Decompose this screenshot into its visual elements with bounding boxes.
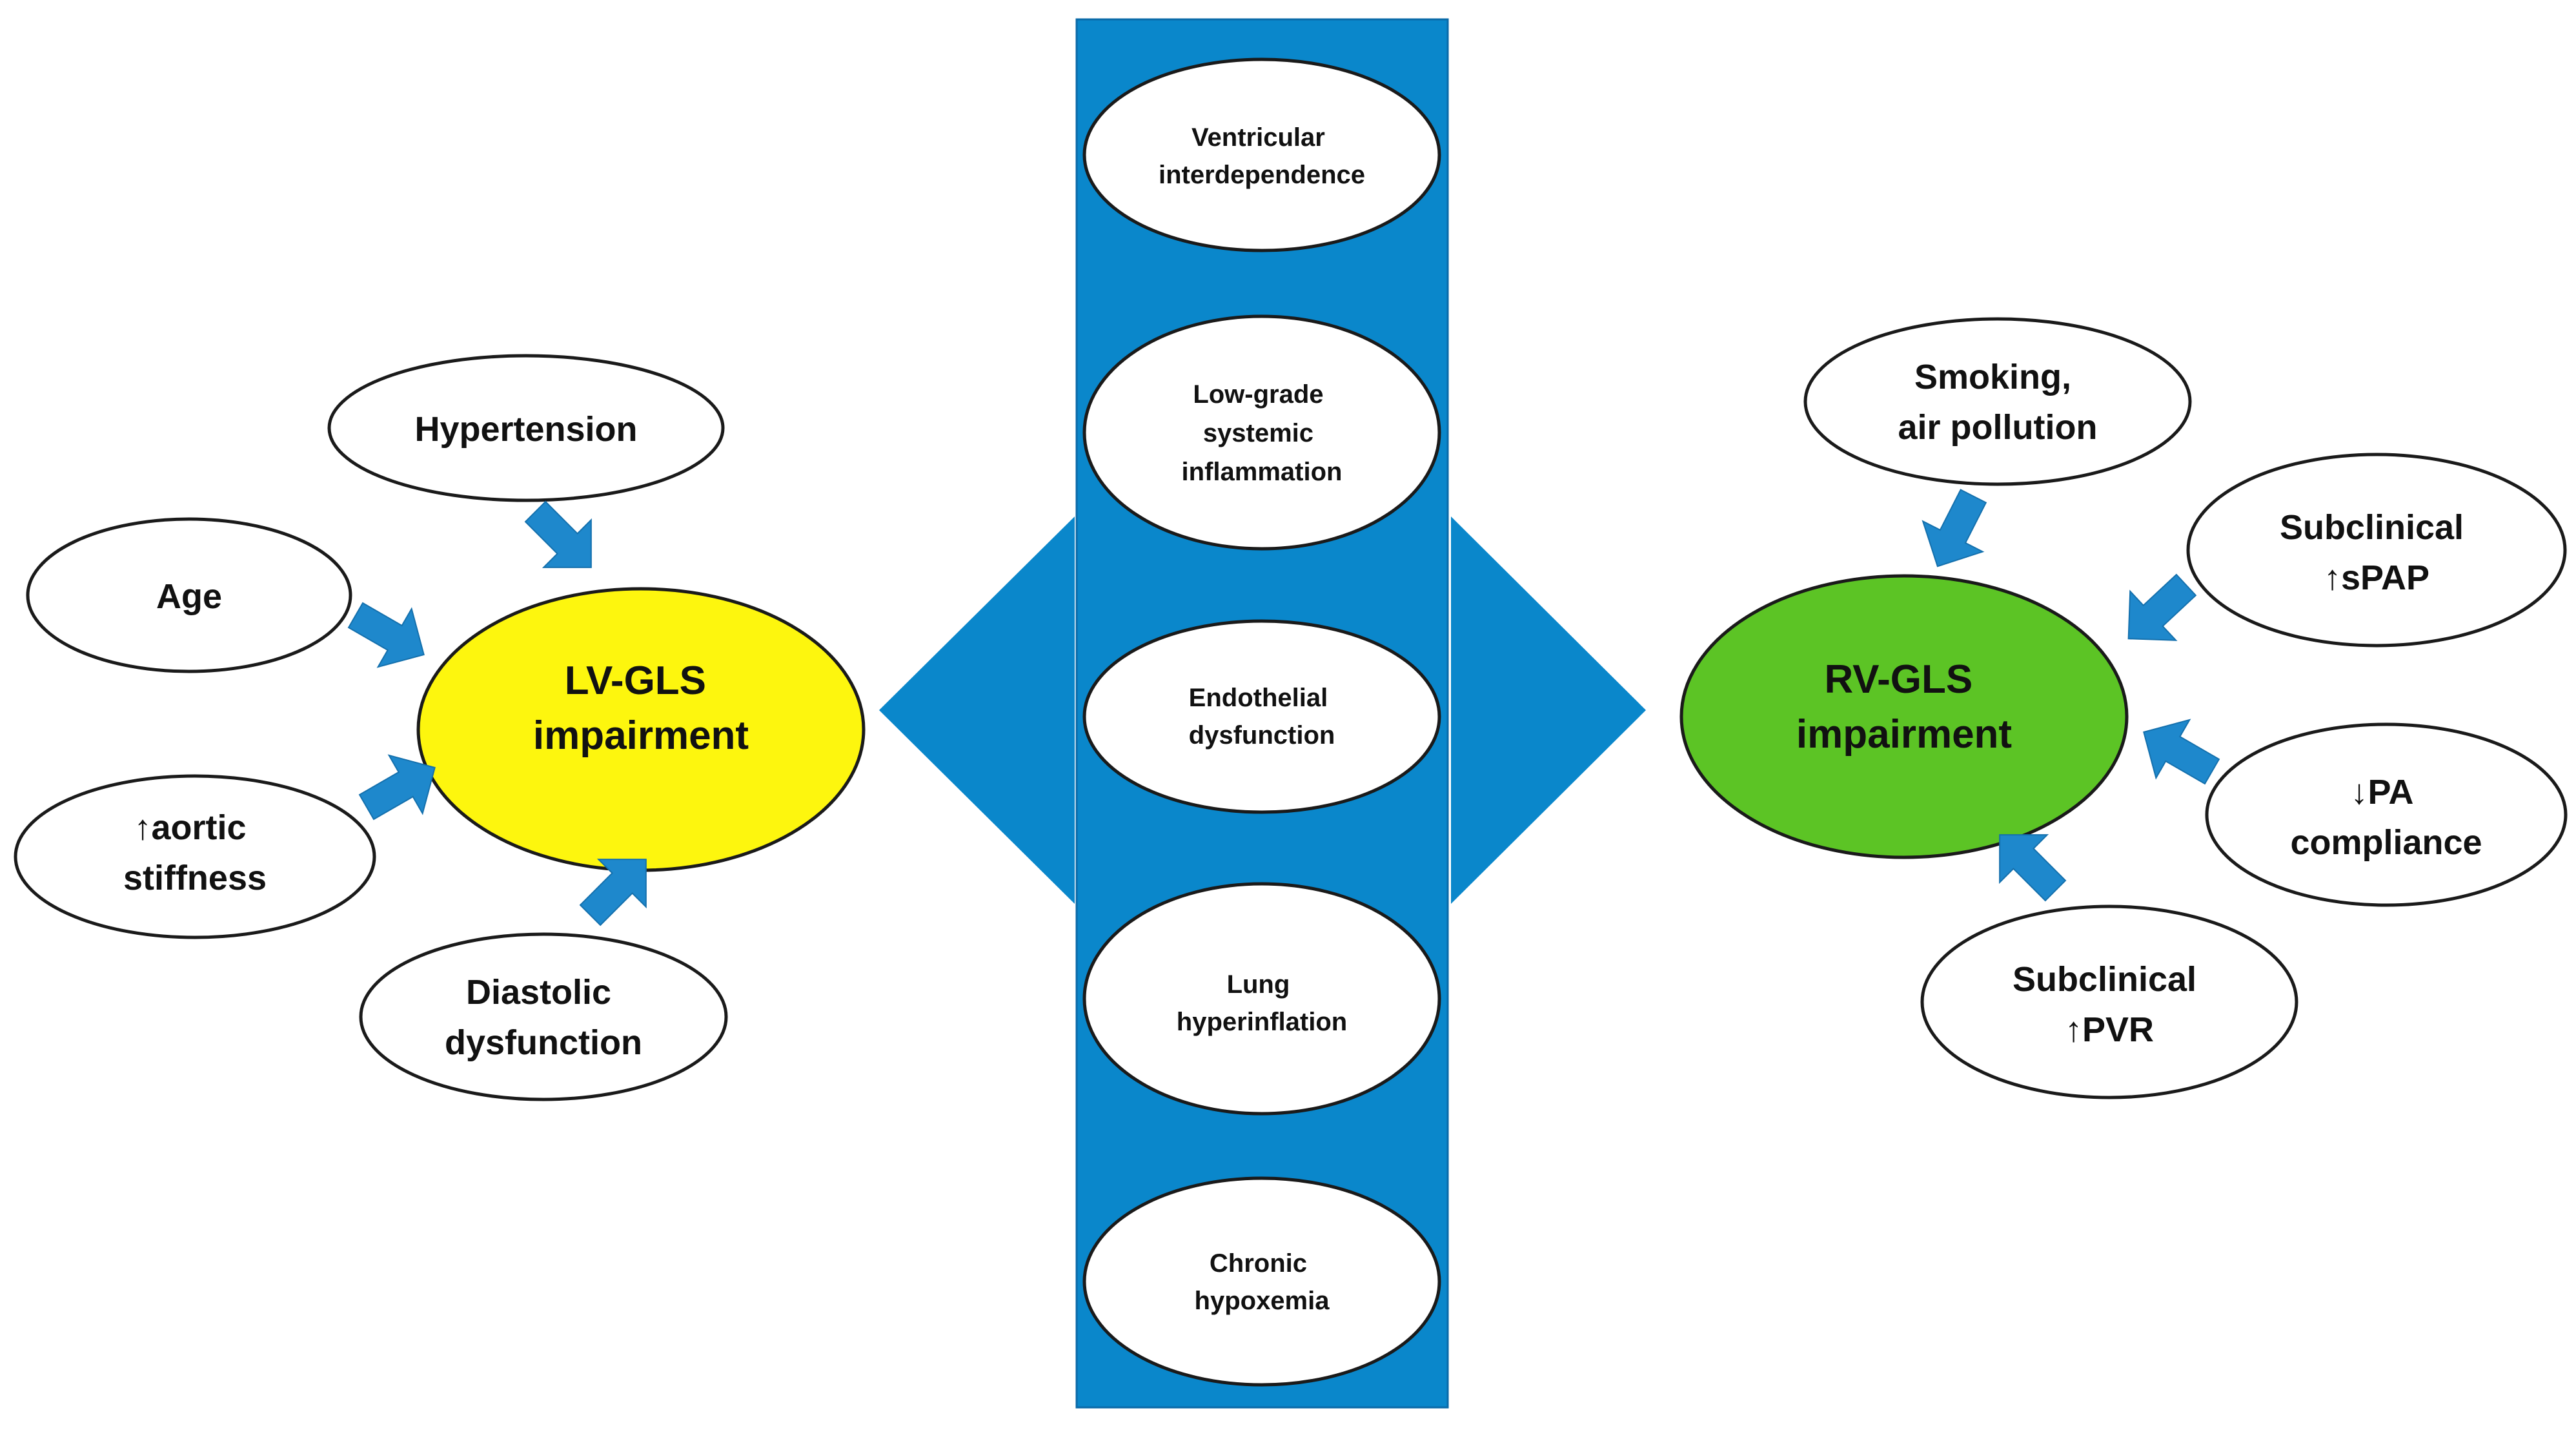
factor-text: Subclinical — [2280, 508, 2464, 547]
svg-text:Chronic hypoxemia: Chronic hypoxemia — [1195, 1249, 1330, 1315]
svg-text:↓PA compliance: ↓PA compliance — [2290, 773, 2482, 862]
svg-text:Subclinical ↑sPAP: Subclinical ↑sPAP — [2280, 508, 2473, 597]
center-item-chronic-hypoxemia: Chronic hypoxemia — [1082, 1176, 1441, 1387]
svg-text:Diastolic dysfunction: Diastolic dysfunction — [445, 973, 642, 1062]
center-item-text: Ventricular — [1192, 123, 1325, 152]
lv-gls-impairment-node: LV-GLS impairment — [416, 587, 866, 872]
factor-age: Age — [26, 517, 352, 673]
center-item-text: systemic — [1203, 419, 1313, 447]
rv-gls-subtitle: impairment — [1796, 712, 2012, 757]
center-item-text: dysfunction — [1189, 721, 1335, 750]
factor-text: compliance — [2290, 823, 2482, 862]
svg-text:Ventricular interdepende: Ventricular interdependence — [1159, 123, 1365, 189]
center-item-text: Low-grade — [1193, 380, 1323, 409]
factor-text: ↑aortic — [134, 808, 246, 847]
svg-text:↑aortic stiffness: ↑aortic stiffness — [123, 808, 267, 897]
factor-smoking-air-pollution: Smoking, air pollution — [1803, 317, 2192, 486]
center-item-text: Lung — [1227, 970, 1290, 999]
center-item-text: Endothelial — [1189, 684, 1328, 712]
factor-diastolic-dysfunction: Diastolic dysfunction — [359, 932, 728, 1101]
svg-text:LV-GLS impairment: LV-GLS impairment — [533, 659, 749, 758]
factor-text: Age — [156, 577, 222, 616]
left-diamond-arrow-shape — [879, 516, 1075, 904]
factor-text: ↑sPAP — [2324, 558, 2429, 597]
lv-gls-subtitle: impairment — [533, 713, 749, 758]
factor-text: air pollution — [1898, 408, 2098, 447]
arrow-age-to-lv — [338, 585, 441, 685]
factor-text: stiffness — [123, 859, 267, 897]
right-diamond-arrow-shape — [1451, 516, 1646, 904]
svg-text:Lung hyperinflation: Lung hyperinflation — [1177, 970, 1347, 1036]
factor-hypertension: Hypertension — [327, 354, 725, 502]
factor-text: ↑PVR — [2065, 1010, 2154, 1049]
svg-text:Low-grade systemic: Low-grade systemic inflammation — [1182, 380, 1343, 486]
svg-text:Subclinical ↑PVR: Subclinical ↑PVR — [2013, 960, 2206, 1049]
center-item-ventricular-interdependence: Ventricular interdependence — [1082, 57, 1441, 252]
factor-text: Hypertension — [414, 410, 637, 449]
center-item-text: Chronic — [1210, 1249, 1307, 1278]
center-item-endothelial-dysfunction: Endothelial dysfunction — [1082, 619, 1441, 814]
factor-subclinical-spap: Subclinical ↑sPAP — [2186, 453, 2567, 648]
center-item-systemic-inflammation: Low-grade systemic inflammation — [1082, 314, 1441, 551]
center-item-text: interdependence — [1159, 161, 1365, 189]
svg-text:Hypertension: Hypertension — [414, 410, 637, 449]
svg-text:Age: Age — [156, 577, 222, 616]
center-item-text: hyperinflation — [1177, 1008, 1347, 1036]
center-item-lung-hyperinflation: Lung hyperinflation — [1082, 882, 1441, 1116]
lv-gls-title: LV-GLS — [565, 659, 706, 703]
factor-pa-compliance: ↓PA compliance — [2205, 722, 2568, 907]
factor-text: Diastolic — [466, 973, 611, 1012]
svg-text:Smoking, air pollution: Smoking, air pollution — [1898, 358, 2098, 447]
svg-text:Endothelial dysfunction: Endothelial dysfunction — [1189, 684, 1335, 750]
rv-gls-impairment-node: RV-GLS impairment — [1679, 574, 2129, 859]
arrow-smoking-to-rv — [1907, 480, 2004, 582]
factor-subclinical-pvr: Subclinical ↑PVR — [1920, 904, 2298, 1099]
arrow-hypertension-to-lv — [511, 487, 616, 592]
rv-gls-title: RV-GLS — [1825, 657, 1973, 702]
factor-aortic-stiffness: ↑aortic stiffness — [14, 774, 376, 939]
factor-text: dysfunction — [445, 1023, 642, 1062]
center-item-text: inflammation — [1182, 458, 1343, 486]
center-item-text: hypoxemia — [1195, 1287, 1330, 1315]
factor-text: ↓PA — [2350, 773, 2413, 812]
factor-text: Smoking, — [1914, 358, 2071, 396]
arrow-pa-compliance-to-rv — [2126, 702, 2229, 802]
factor-text: Subclinical — [2013, 960, 2196, 999]
svg-text:RV-GLS impairment: RV-GLS impairment — [1796, 657, 2012, 757]
